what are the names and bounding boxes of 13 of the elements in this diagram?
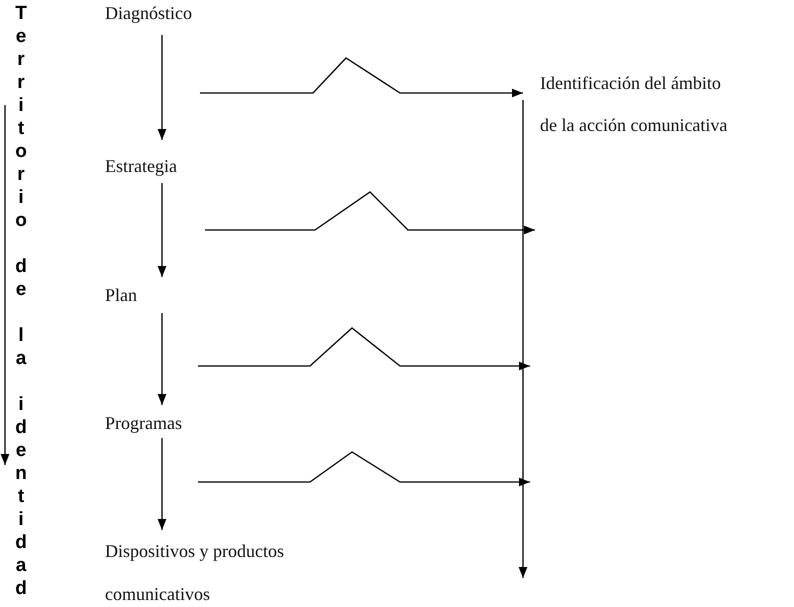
arrow	[158, 35, 166, 140]
step-text: Dispositivos y productos comunicativos	[105, 530, 315, 607]
arrow	[158, 313, 166, 405]
step-text: Plan	[105, 277, 225, 313]
step-text: Identificación del ámbito de la acción comunicativa	[523, 62, 738, 142]
vertical-label: Territorio de la identidad	[14, 2, 28, 600]
step-text: Estrategia	[105, 140, 225, 183]
arrow	[200, 57, 523, 98]
arrow	[518, 100, 528, 578]
step-text: Programas	[105, 405, 225, 438]
arrow	[158, 183, 166, 277]
step-text: Diagnóstico	[105, 2, 225, 35]
arrow	[158, 438, 166, 530]
